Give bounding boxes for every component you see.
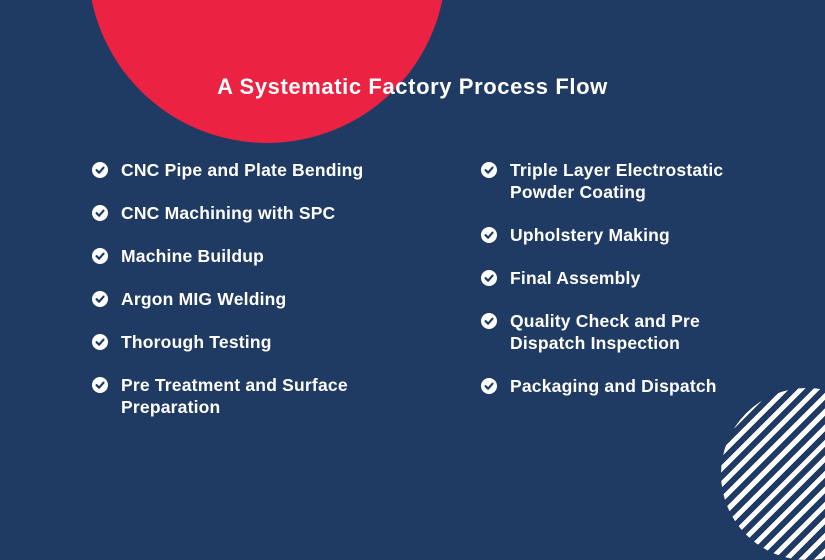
list-item: CNC Pipe and Plate Bending [92, 159, 412, 181]
check-circle-icon [92, 162, 108, 178]
check-circle-icon [92, 377, 108, 393]
list-item: Pre Treatment and Surface Preparation [92, 374, 412, 418]
list-item-label: Final Assembly [510, 268, 641, 288]
list-item: CNC Machining with SPC [92, 202, 412, 224]
list-item: Machine Buildup [92, 245, 412, 267]
list-item: Argon MIG Welding [92, 288, 412, 310]
list-item: Upholstery Making [481, 224, 781, 246]
list-item-label: Upholstery Making [510, 225, 670, 245]
check-circle-icon [481, 378, 497, 394]
process-list-right: Triple Layer Electrostatic Powder Coatin… [481, 159, 781, 397]
header-red-circle [88, 0, 446, 143]
process-list-left: CNC Pipe and Plate Bending CNC Machining… [92, 159, 412, 418]
check-circle-icon [92, 248, 108, 264]
list-item: Quality Check and Pre Dispatch Inspectio… [481, 310, 781, 354]
list-item-label: Machine Buildup [121, 246, 264, 266]
check-circle-icon [481, 313, 497, 329]
list-item-label: Packaging and Dispatch [510, 376, 717, 396]
process-column-right: Triple Layer Electrostatic Powder Coatin… [481, 159, 781, 418]
list-item-label: Argon MIG Welding [121, 289, 287, 309]
list-item-label: Thorough Testing [121, 332, 272, 352]
page-title: A Systematic Factory Process Flow [217, 74, 608, 99]
list-item-label: CNC Machining with SPC [121, 203, 336, 223]
list-item: Thorough Testing [92, 331, 412, 353]
list-item-label: Triple Layer Electrostatic Powder Coatin… [510, 160, 724, 202]
list-item: Packaging and Dispatch [481, 375, 781, 397]
list-item-label: Quality Check and Pre Dispatch Inspectio… [510, 311, 700, 353]
list-item-label: Pre Treatment and Surface Preparation [121, 375, 348, 417]
list-item: Triple Layer Electrostatic Powder Coatin… [481, 159, 781, 203]
check-circle-icon [92, 291, 108, 307]
check-circle-icon [481, 227, 497, 243]
check-circle-icon [481, 270, 497, 286]
list-item: Final Assembly [481, 267, 781, 289]
process-column-left: CNC Pipe and Plate Bending CNC Machining… [92, 159, 412, 439]
check-circle-icon [92, 205, 108, 221]
list-item-label: CNC Pipe and Plate Bending [121, 160, 364, 180]
check-circle-icon [481, 162, 497, 178]
check-circle-icon [92, 334, 108, 350]
